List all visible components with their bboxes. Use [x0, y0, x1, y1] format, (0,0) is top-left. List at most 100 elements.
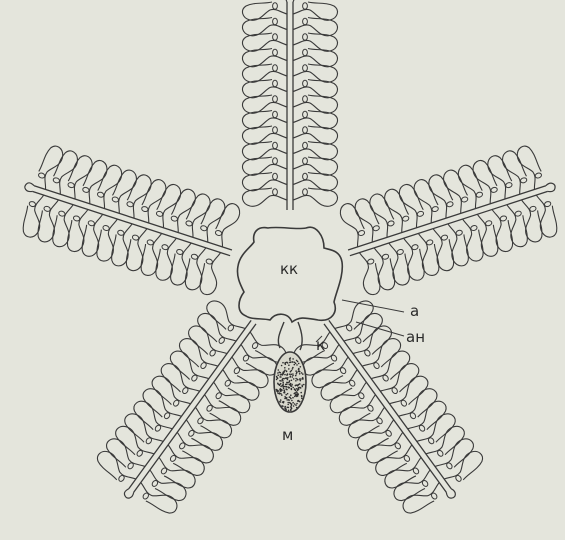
stipple-dot — [292, 387, 294, 389]
podium-bulb — [476, 191, 484, 198]
podium-bulb — [455, 230, 463, 237]
stipple-dot — [290, 386, 292, 388]
stipple-dot — [299, 371, 301, 373]
stipple-dot — [302, 378, 304, 380]
arm-upper-left — [10, 141, 245, 298]
stipple-dot — [280, 374, 282, 376]
ampulla — [123, 172, 154, 220]
podium-bulb — [82, 187, 90, 194]
stipple-dot — [300, 387, 302, 389]
stipple-dot — [290, 406, 292, 408]
podium-bulb — [411, 244, 419, 251]
stipple-dot — [276, 379, 278, 381]
ampulla — [243, 2, 287, 20]
stipple-dot — [289, 397, 291, 399]
arm-lower-right — [288, 294, 492, 525]
podium-bulb — [97, 191, 105, 198]
arm-tip — [286, 0, 294, 2]
podium-bulb — [529, 206, 537, 213]
stipple-dot — [279, 380, 281, 382]
podium-bulb — [273, 189, 278, 195]
stipple-dot — [286, 399, 288, 401]
stipple-dot — [289, 380, 291, 382]
podium-bulb — [358, 230, 366, 237]
stipple-dot — [300, 366, 302, 368]
stipple-dot — [287, 386, 289, 388]
stipple-dot — [284, 406, 286, 408]
podium-bulb — [303, 173, 308, 179]
leader-line-an — [356, 322, 404, 336]
ampulla — [338, 201, 369, 249]
stipple-dot — [300, 380, 302, 382]
stipple-dot — [291, 361, 293, 363]
stipple-dot — [289, 362, 291, 364]
stipple-dot — [286, 362, 288, 364]
stipple-dot — [292, 397, 294, 399]
stipple-dot — [294, 393, 296, 395]
stipple-dot — [293, 405, 295, 407]
stipple-dot — [300, 378, 302, 380]
podium-bulb — [273, 142, 278, 148]
stipple-dot — [288, 399, 290, 401]
stipple-dot — [283, 389, 285, 391]
stipple-dot — [286, 377, 288, 379]
stipple-dot — [291, 403, 293, 405]
stipple-dot — [282, 380, 284, 382]
ampulla — [456, 163, 487, 211]
stipple-dot — [291, 380, 293, 382]
podium-bulb — [505, 182, 513, 189]
ampulla — [182, 191, 213, 239]
ampulla — [49, 148, 80, 196]
podium-bulb — [88, 220, 96, 227]
podium-bulb — [200, 225, 208, 232]
podium-bulb — [185, 220, 193, 227]
stipple-dot — [295, 380, 297, 382]
stipple-dot — [287, 404, 289, 406]
ampulla — [500, 148, 531, 196]
stipple-dot — [292, 358, 294, 360]
podium-bulb — [156, 211, 164, 218]
stipple-dot — [288, 407, 290, 409]
stipple-dot — [282, 385, 284, 387]
stipple-dot — [289, 358, 291, 360]
stipple-dot — [292, 376, 294, 378]
ampulla — [93, 163, 124, 211]
ampulla — [19, 191, 50, 239]
podium-bulb — [303, 142, 308, 148]
podium-bulb — [303, 158, 308, 164]
stipple-dot — [279, 393, 281, 395]
podium-bulb — [102, 225, 110, 232]
stipple-dot — [284, 374, 286, 376]
stipple-dot — [281, 394, 283, 396]
stipple-dot — [297, 379, 299, 381]
stipple-dot — [285, 384, 287, 386]
stipple-dot — [292, 368, 294, 370]
stipple-dot — [286, 397, 288, 399]
stipple-dot — [284, 392, 286, 394]
stipple-dot — [287, 379, 289, 381]
stipple-dot — [291, 400, 293, 402]
stipple-dot — [280, 388, 282, 390]
podium-bulb — [535, 172, 543, 179]
podium-bulb — [191, 253, 199, 260]
stipple-dot — [282, 378, 284, 380]
stipple-dot — [288, 410, 290, 412]
stipple-dot — [292, 373, 294, 375]
stipple-dot — [297, 400, 299, 402]
stipple-dot — [288, 368, 290, 370]
stipple-dot — [287, 402, 289, 404]
podium-bulb — [387, 220, 395, 227]
podium-bulb — [53, 177, 61, 184]
stipple-dot — [281, 365, 283, 367]
stipple-dot — [288, 364, 290, 366]
stipple-dot — [279, 384, 281, 386]
stipple-dot — [291, 374, 293, 376]
stipple-dot — [287, 393, 289, 395]
ampulla — [397, 182, 428, 230]
podium-bulb — [273, 3, 278, 9]
stipple-dot — [287, 373, 289, 375]
ampulla — [515, 143, 546, 191]
ampulla — [426, 172, 457, 220]
stipple-dot — [303, 384, 305, 386]
